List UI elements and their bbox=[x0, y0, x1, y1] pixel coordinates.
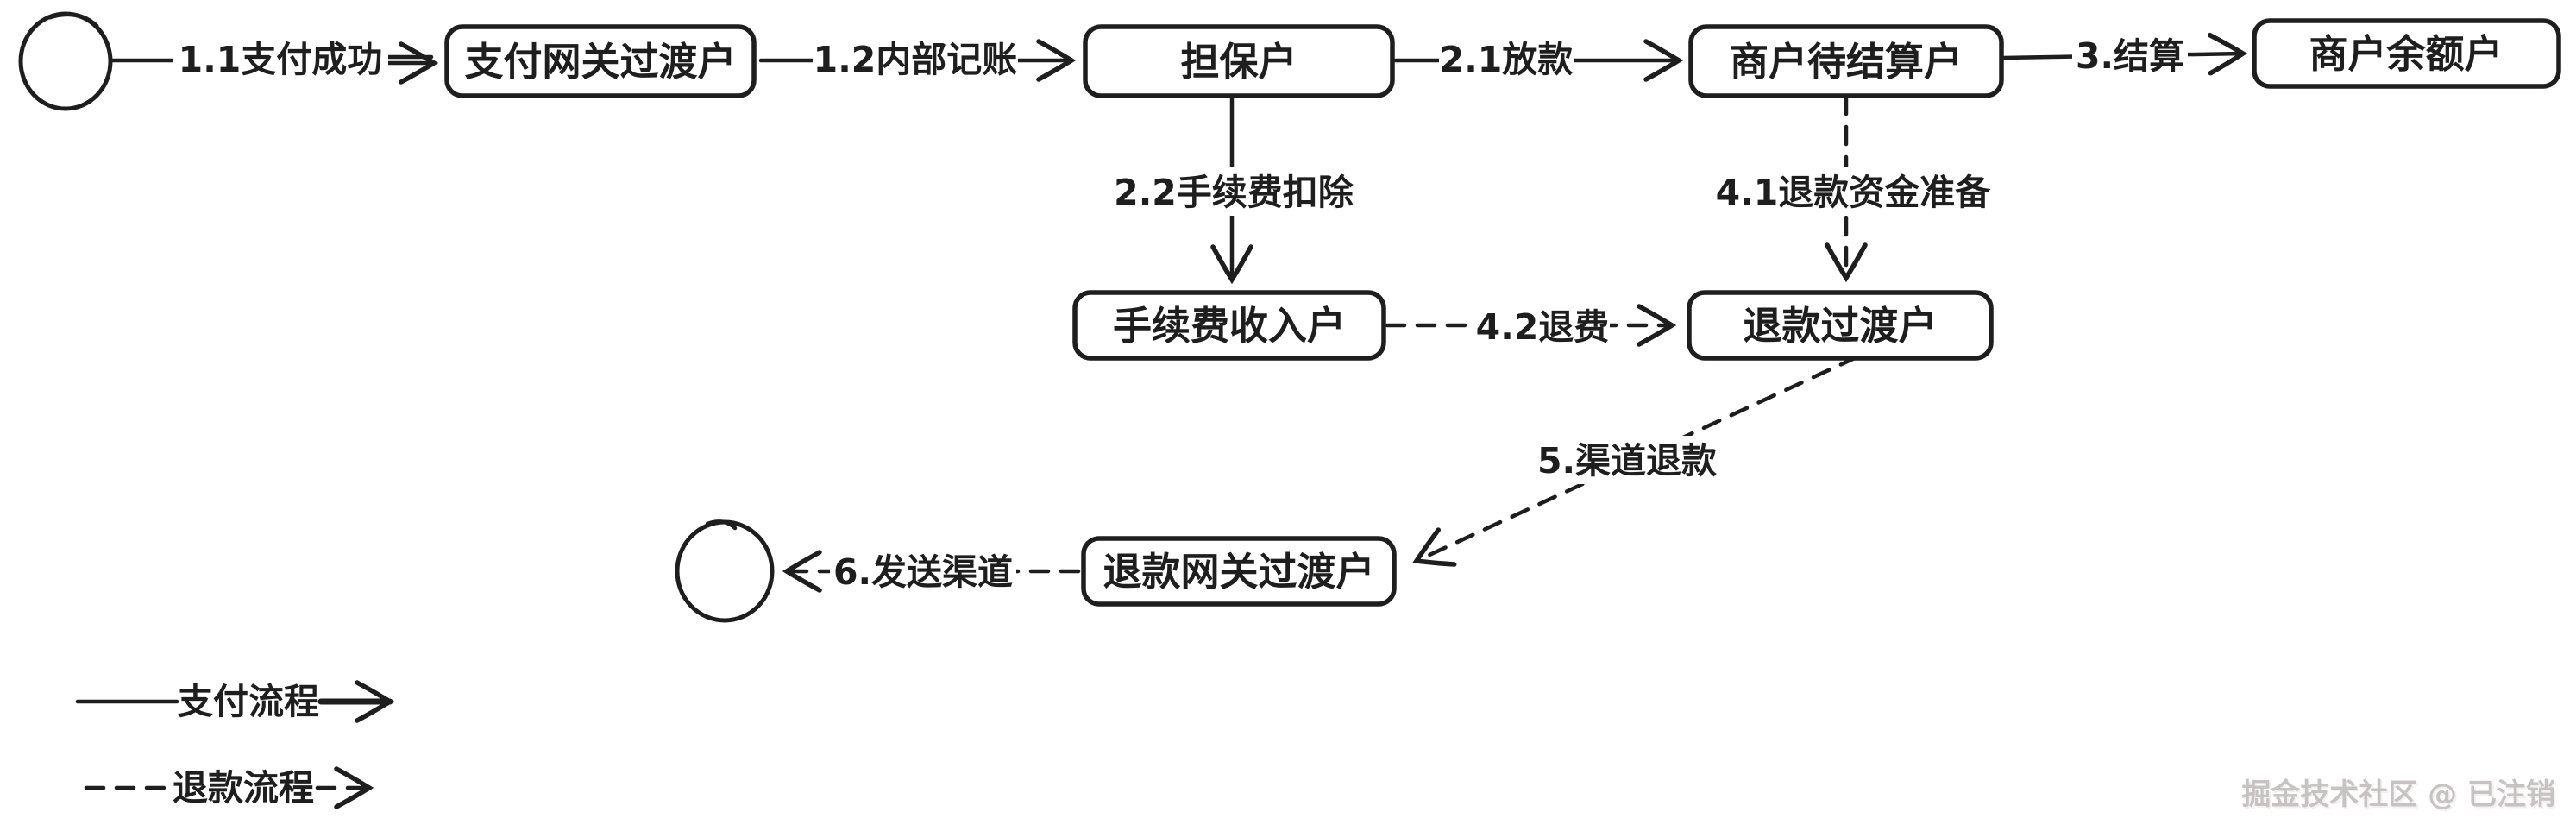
node-label: 退款过渡户 bbox=[1743, 303, 1937, 349]
node-label: 商户待结算户 bbox=[1730, 39, 1963, 85]
legend-payment-flow: 支付流程 bbox=[75, 680, 395, 723]
watermark: 掘金技术社区 @ 已注销 掘金技术社区 @ 已注销 bbox=[2241, 777, 2557, 814]
edge-label-text: 1.2内部记账 bbox=[814, 39, 1018, 80]
edge-label-internal-booking: 1.2内部记账 bbox=[813, 35, 1018, 83]
node-payment-gateway-transit: 支付网关过渡户 bbox=[444, 24, 757, 98]
edge-label-settlement: 3.结算 bbox=[2072, 31, 2188, 79]
node-start-circle bbox=[18, 11, 113, 111]
watermark-shadow: 掘金技术社区 @ 已注销 bbox=[2243, 779, 2557, 814]
edge-label-text: 3.结算 bbox=[2076, 35, 2184, 77]
edge-label-channel-refund: 5.渠道退款 bbox=[1534, 436, 1720, 484]
edge-label-text: 4.1退款资金准备 bbox=[1716, 172, 1992, 213]
legend-refund-flow-label: 退款流程 bbox=[173, 767, 314, 809]
legend-payment-flow-label: 支付流程 bbox=[178, 681, 319, 722]
edge-label-send-channel: 6.发送渠道 bbox=[830, 547, 1016, 595]
edge-label-refund-fee: 4.2退费 bbox=[1475, 302, 1610, 350]
node-label: 担保户 bbox=[1180, 39, 1297, 85]
edge-label-text: 6.发送渠道 bbox=[833, 551, 1013, 593]
edge-label-fee-deduction: 2.2手续费扣除 bbox=[1114, 167, 1354, 216]
node-label: 支付网关过渡户 bbox=[464, 39, 736, 85]
node-label: 手续费收入户 bbox=[1113, 303, 1346, 349]
edge-label-payment-success: 1.1支付成功 bbox=[173, 35, 388, 83]
node-merchant-balance: 商户余额户 bbox=[2252, 18, 2561, 89]
node-refund-gateway-transit: 退款网关过渡户 bbox=[1081, 536, 1397, 607]
edge-label-text: 4.2退费 bbox=[1476, 306, 1610, 348]
edge-label-text: 2.1放款 bbox=[1440, 39, 1574, 80]
edge-label-loan-disbursement: 2.1放款 bbox=[1439, 35, 1574, 83]
node-fee-income: 手续费收入户 bbox=[1072, 290, 1386, 361]
edge-label-text: 5.渠道退款 bbox=[1537, 440, 1717, 482]
legend-refund-flow: 退款流程 bbox=[84, 766, 374, 809]
edge-label-text: 2.2手续费扣除 bbox=[1114, 172, 1354, 213]
node-end-circle bbox=[675, 519, 775, 623]
node-refund-transit: 退款过渡户 bbox=[1687, 290, 1994, 361]
node-label: 退款网关过渡户 bbox=[1103, 549, 1374, 595]
node-label: 商户余额户 bbox=[2309, 31, 2503, 77]
node-guarantee-account: 担保户 bbox=[1083, 24, 1395, 98]
edge-label-refund-fund-preparation: 4.1退款资金准备 bbox=[1716, 167, 1992, 216]
edge-label-text: 1.1支付成功 bbox=[179, 39, 383, 80]
watermark-text: 掘金技术社区 @ 已注销 bbox=[2241, 777, 2555, 812]
node-merchant-pending-settlement: 商户待结算户 bbox=[1688, 24, 2004, 98]
